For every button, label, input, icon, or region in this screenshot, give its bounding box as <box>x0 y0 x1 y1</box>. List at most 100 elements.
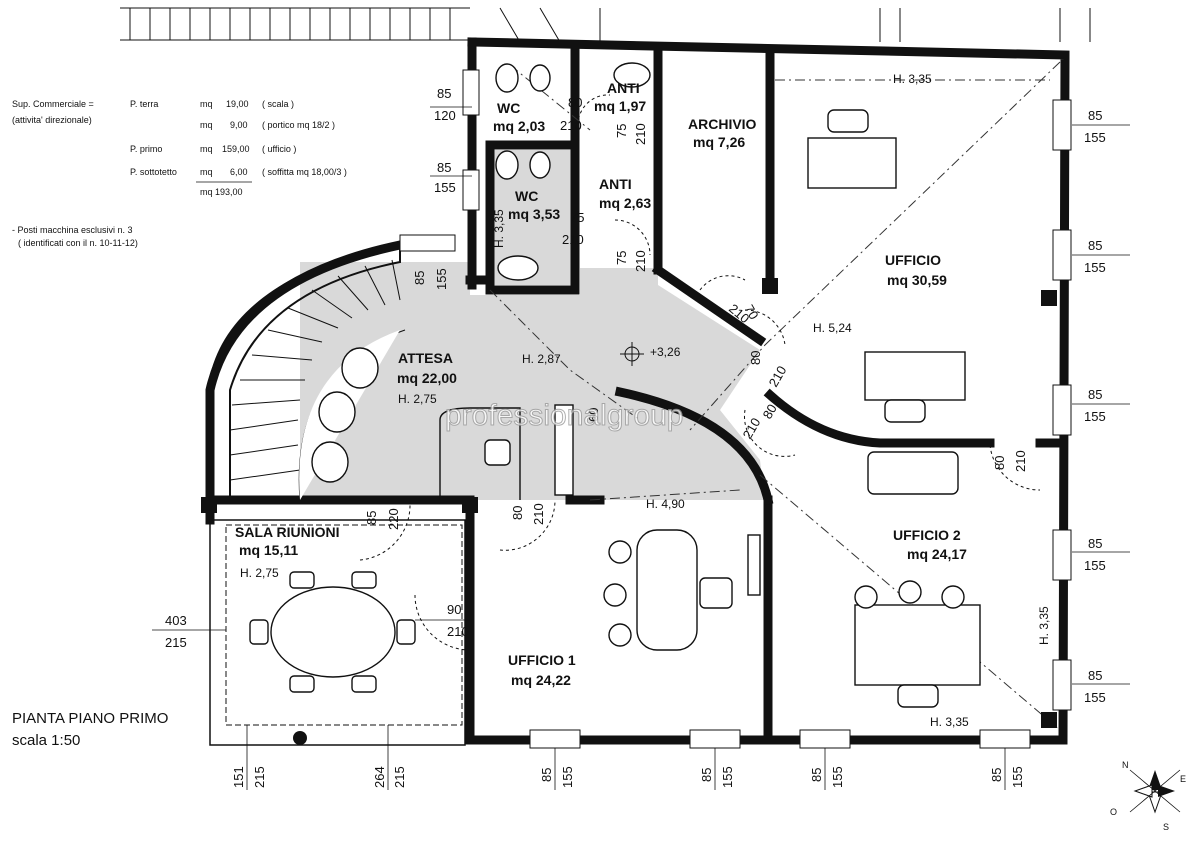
dim-bot-151: 151 <box>231 766 246 788</box>
section-lines <box>489 61 1061 731</box>
room-ufficio2-area: mq 24,17 <box>907 546 967 562</box>
room-archivio-area: mq 7,26 <box>693 134 745 150</box>
dim-door-210: 210 <box>447 624 469 639</box>
dim-door-210: 210 <box>531 503 546 525</box>
dim-80: 80 <box>568 95 582 110</box>
dim-door-90: 90 <box>447 602 461 617</box>
dim-bot-215: 215 <box>252 766 267 788</box>
dim-bot-85: 85 <box>699 768 714 782</box>
dim-right-155: 155 <box>1084 409 1106 424</box>
legend-sup-sub: (attivita' direzionale) <box>12 115 92 125</box>
legend-row-note: ( portico mq 18/2 ) <box>262 120 335 130</box>
dim-210: 210 <box>633 123 648 145</box>
dim-right-155: 155 <box>1084 130 1106 145</box>
legend-total: mq 193,00 <box>200 187 243 197</box>
dim-right-85: 85 <box>1088 238 1102 253</box>
title-line2: scala 1:50 <box>12 732 80 749</box>
room-wc1-name: WC <box>497 100 520 116</box>
legend-parking-1: - Posti macchina esclusivi n. 3 <box>12 225 133 235</box>
height-top: H. 3,35 <box>893 72 932 86</box>
legend-row-unit: mq <box>200 144 213 154</box>
dim-sala-220: 220 <box>386 508 401 530</box>
adjacent-roof-hatch <box>120 7 1091 43</box>
doors <box>359 94 1041 651</box>
legend: Sup. Commerciale = (attivita' direzional… <box>12 99 347 248</box>
dim-right-155: 155 <box>1084 690 1106 705</box>
compass-n: N <box>1122 760 1129 770</box>
dim-stair-155: 155 <box>434 268 449 290</box>
dim-door-210: 210 <box>740 415 764 441</box>
height-bottom: H. 3,35 <box>930 715 969 729</box>
sala-riunioni-outline <box>209 519 466 746</box>
dim-210: 210 <box>562 232 584 247</box>
height-524: H. 5,24 <box>813 321 852 335</box>
room-ufficio-name: UFFICIO <box>885 252 941 268</box>
height-287: H. 2,87 <box>522 352 561 366</box>
compass-s: S <box>1163 822 1169 832</box>
dim-door-80: 80 <box>760 401 780 421</box>
grey-floor-areas <box>300 150 765 500</box>
dim-bot-85: 85 <box>539 768 554 782</box>
dim-right-85: 85 <box>1088 387 1102 402</box>
legend-row-note: ( scala ) <box>262 99 294 109</box>
room-ufficio-area: mq 30,59 <box>887 272 947 288</box>
dim-210: 210 <box>633 250 648 272</box>
legend-row-value: 159,00 <box>222 144 250 154</box>
title-line1: PIANTA PIANO PRIMO <box>12 710 168 727</box>
dim-210: 210 <box>560 118 582 133</box>
dim-right-85: 85 <box>1088 668 1102 683</box>
dim-door-80: 80 <box>510 506 525 520</box>
dim-left-215: 215 <box>165 635 187 650</box>
room-ufficio1-name: UFFICIO 1 <box>508 652 576 668</box>
dim-door-210: 210 <box>766 363 790 389</box>
dim-left-403: 403 <box>165 613 187 628</box>
dim-door-80: 80 <box>748 351 763 365</box>
dim-bot-155: 155 <box>1010 766 1025 788</box>
legend-row-floor: P. terra <box>130 99 158 109</box>
room-anti1-area: mq 1,97 <box>594 98 646 114</box>
height-labels: H. 3,35 H. 3,35 H. 2,87 +3,26 H. 5,24 H.… <box>492 72 1051 729</box>
dim-right-210: 210 <box>1013 450 1028 472</box>
dim-w1-85: 85 <box>437 86 451 101</box>
room-sala-name: SALA RIUNIONI <box>235 524 339 540</box>
dim-right-80: 80 <box>992 456 1007 470</box>
room-wc2-name: WC <box>515 188 538 204</box>
compass-e: E <box>1180 774 1186 784</box>
dim-bot-85: 85 <box>989 768 1004 782</box>
dim-right-155: 155 <box>1084 558 1106 573</box>
room-wc2-area: mq 3,53 <box>508 206 560 222</box>
legend-sup-label: Sup. Commerciale = <box>12 99 94 109</box>
height-490: H. 4,90 <box>646 497 685 511</box>
legend-row-unit: mq <box>200 99 213 109</box>
room-anti2-area: mq 2,63 <box>599 195 651 211</box>
legend-row-unit: mq <box>200 167 213 177</box>
height-326: +3,26 <box>650 345 681 359</box>
height-left: H. 3,35 <box>492 209 506 248</box>
dim-bot-215: 215 <box>392 766 407 788</box>
room-attesa-area: mq 22,00 <box>397 370 457 386</box>
room-ufficio2-name: UFFICIO 2 <box>893 527 961 543</box>
room-wc1-area: mq 2,03 <box>493 118 545 134</box>
legend-row-floor: P. sottotetto <box>130 167 177 177</box>
dim-75: 75 <box>614 251 629 265</box>
legend-row-unit: mq <box>200 120 213 130</box>
room-labels: WC mq 2,03 ANTI mq 1,97 WC mq 3,53 ANTI … <box>235 80 967 688</box>
dim-75: 75 <box>570 210 584 225</box>
plan-title: PIANTA PIANO PRIMO scala 1:50 <box>12 710 168 749</box>
room-attesa-name: ATTESA <box>398 350 453 366</box>
dim-bot-155: 155 <box>830 766 845 788</box>
dim-bot-155: 155 <box>720 766 735 788</box>
dim-w2-155: 155 <box>434 180 456 195</box>
room-anti2-name: ANTI <box>599 176 632 192</box>
legend-parking-2: ( identificati con il n. 10-11-12) <box>18 238 138 248</box>
height-right: H. 3,35 <box>1037 606 1051 645</box>
legend-row-value: 19,00 <box>226 99 249 109</box>
room-archivio-name: ARCHIVIO <box>688 116 757 132</box>
dim-w1-120: 120 <box>434 108 456 123</box>
dim-right-85: 85 <box>1088 108 1102 123</box>
dim-w2-85: 85 <box>437 160 451 175</box>
dim-door-60: 60 <box>586 408 601 422</box>
dim-75: 75 <box>614 124 629 138</box>
room-sala-height: H. 2,75 <box>240 566 279 580</box>
